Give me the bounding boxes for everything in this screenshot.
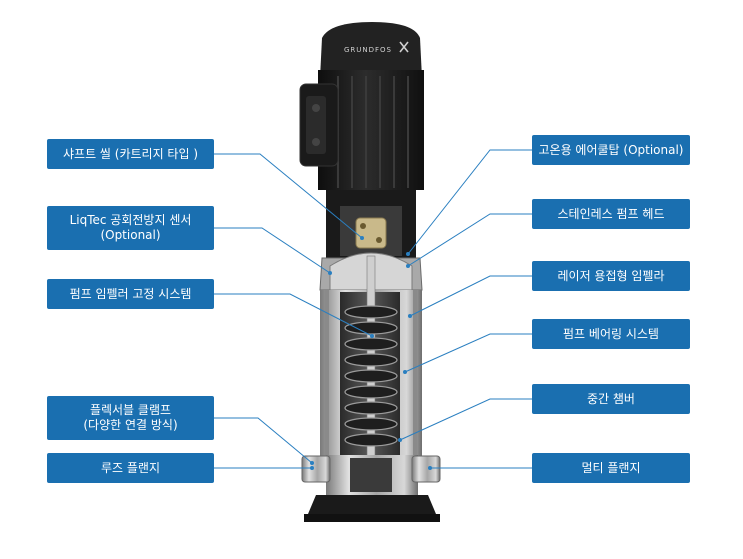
- label-flexible-clamp-line1: 플렉서블 클램프: [89, 403, 172, 417]
- label-intermediate-chamber: 중간 챔버: [532, 384, 690, 414]
- flange-right: [411, 455, 441, 483]
- coupling: [355, 217, 387, 249]
- label-intermediate-chamber-text: 중간 챔버: [587, 391, 635, 406]
- label-flexible-clamp: 플렉서블 클램프 (다양한 연결 방식): [47, 396, 214, 440]
- brand-logo: GRUNDFOS: [344, 46, 392, 54]
- leader-lines: [214, 149, 532, 469]
- label-multi-flange: 멀티 플랜지: [532, 453, 690, 483]
- label-multi-flange-text: 멀티 플랜지: [581, 460, 641, 475]
- label-liqtec-sensor: LiqTec 공회전방지 센서 (Optional): [47, 206, 214, 250]
- label-flexible-clamp-line2: (다양한 연결 방식): [83, 418, 178, 432]
- label-impeller-lock: 펌프 임펠러 고정 시스템: [47, 279, 214, 309]
- tie-bolt-left: [325, 290, 329, 460]
- label-loose-flange: 루즈 플랜지: [47, 453, 214, 483]
- label-air-cooler-text: 고온용 에어쿨탑 (Optional): [538, 142, 684, 157]
- motor-cap: [320, 22, 422, 78]
- label-air-cooler: 고온용 에어쿨탑 (Optional): [532, 135, 690, 165]
- flange-left: [301, 455, 331, 483]
- label-loose-flange-text: 루즈 플랜지: [100, 460, 160, 475]
- label-stainless-head: 스테인레스 펌프 헤드: [532, 199, 690, 229]
- label-shaft-seal-text: 샤프트 씰 (카트리지 타입 ): [62, 146, 199, 161]
- label-laser-impeller-text: 레이저 용접형 임펠라: [557, 268, 665, 283]
- label-bearing-system-text: 펌프 베어링 시스템: [563, 326, 659, 341]
- label-laser-impeller: 레이저 용접형 임펠라: [532, 261, 690, 291]
- label-stainless-head-text: 스테인레스 펌프 헤드: [557, 206, 665, 221]
- label-liqtec-line1: LiqTec 공회전방지 센서: [69, 213, 192, 227]
- tie-bolt-right: [413, 290, 417, 460]
- cutaway-base: [350, 458, 392, 492]
- base-plate: [308, 495, 436, 514]
- leader-dots: [310, 236, 432, 470]
- label-bearing-system: 펌프 베어링 시스템: [532, 319, 690, 349]
- label-impeller-lock-text: 펌프 임펠러 고정 시스템: [69, 286, 192, 301]
- label-liqtec-line2: (Optional): [100, 228, 161, 242]
- impeller-stack: [344, 305, 398, 447]
- label-shaft-seal: 샤프트 씰 (카트리지 타입 ): [47, 139, 214, 169]
